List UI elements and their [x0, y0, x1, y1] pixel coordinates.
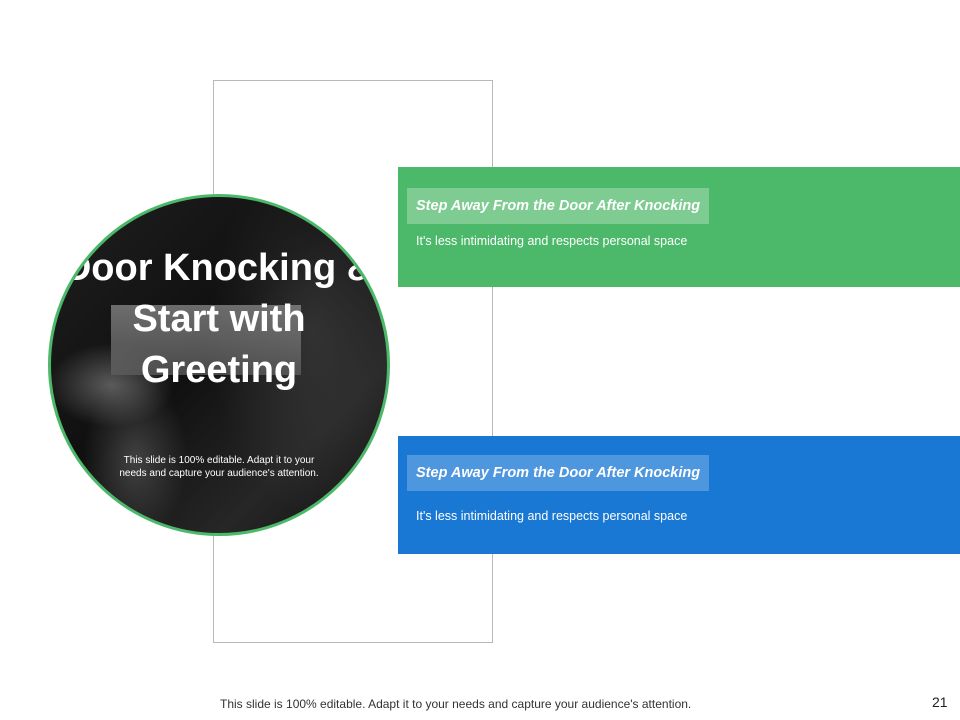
- step-label: Step Away From the Door After Knocking: [407, 455, 710, 491]
- step-band-blue: Step Away From the Door After Knocking I…: [398, 436, 960, 554]
- step-band-green: Step Away From the Door After Knocking I…: [398, 167, 960, 287]
- step-description: It's less intimidating and respects pers…: [416, 234, 688, 248]
- slide-subtitle: This slide is 100% editable. Adapt it to…: [119, 455, 319, 479]
- step-label: Step Away From the Door After Knocking: [407, 188, 710, 224]
- slide-title: Door Knocking & Start with Greeting: [63, 247, 375, 391]
- photo-card-highlight: [111, 305, 301, 375]
- footer-text: This slide is 100% editable. Adapt it to…: [220, 697, 692, 711]
- step-description: It's less intimidating and respects pers…: [416, 509, 688, 523]
- page-number: 21: [932, 694, 948, 710]
- photo-circle: Door Knocking & Start with Greeting This…: [48, 194, 390, 536]
